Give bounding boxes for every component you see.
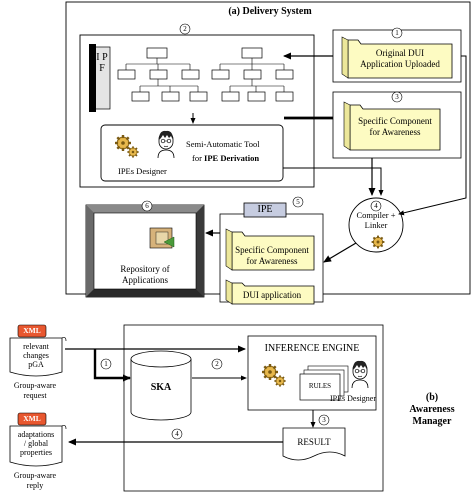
request-body-1: relevant [23,342,49,351]
ipe-label: IPE [257,204,273,215]
step-5-label: 5 [296,198,300,206]
am-step-4-label: 4 [175,430,179,438]
reply-body-1: adaptations [17,430,55,439]
specific-component-box [332,91,462,159]
am-step-2-label: 2 [215,360,219,368]
step-circles [100,23,403,440]
repository-line2: Applications [122,275,168,285]
reply-caption-1: Group-aware [13,471,57,480]
awareness-manager-title-2: Awareness [409,404,455,415]
ipf-derivation-box [79,34,315,188]
awareness-arrows [65,345,316,446]
rules-label: RULES [308,382,332,390]
request-caption-2: request [23,391,47,400]
step-3-label: 3 [395,93,399,101]
am-step-1-label: 1 [104,360,108,368]
result-label: RESULT [297,437,331,447]
tool-line2-prefix: for [192,153,205,163]
awareness-manager-panel [123,324,384,492]
am-step-3-label: 3 [322,416,326,424]
inference-engine-label: INFERENCE ENGINE [264,343,360,354]
original-dui-line2: Application Uploaded [360,59,440,69]
request-body-3: pGA [28,360,44,369]
ipf-label: I P F [96,52,108,74]
reply-caption-2: reply [26,481,44,490]
ipe-specific-component-line1: Specific Component [235,245,309,255]
step-2-label: 2 [183,25,187,33]
compiler-linker-node [348,197,404,253]
reply-body-2: / global [23,439,49,448]
reply-body-3: properties [20,448,52,457]
tool-line1: Semi-Automatic Tool [186,139,260,149]
ipes-designer-label: IPEs Designer [118,166,167,176]
specific-component-line1: Specific Component [358,116,432,126]
xml-tag-2: XML [23,414,41,423]
delivery-system-title: (a) Delivery System [228,6,312,17]
compiler-linker-line1: Compiler + [356,210,396,220]
tool-line2-bold: IPE Derivation [204,153,260,163]
ska-label: SKA [150,382,172,393]
compiler-linker-line2: Linker [364,220,388,230]
repository-box [85,204,205,298]
request-caption-1: Group-aware [13,381,57,390]
awareness-manager-title-1: (b) [425,392,439,403]
step-6-label: 6 [145,202,149,210]
dui-application-label: DUI application [242,290,302,300]
step-1-label: 1 [395,29,399,37]
group-aware-reply-doc [9,412,67,467]
tool-line2: for IPE Derivation [192,153,259,163]
group-aware-request-doc [9,324,67,377]
step-4-label: 4 [374,202,378,210]
delivery-arrows [190,52,467,263]
ipe-box [219,202,324,305]
awareness-manager-title-3: Manager [412,416,452,427]
original-dui-box [332,29,462,83]
xml-tag-1: XML [23,326,41,335]
repository-line1: Repository of [120,264,170,274]
ipe-specific-component-line2: for Awareness [246,256,298,266]
specific-component-line2: for Awareness [369,127,421,137]
am-ipes-designer-label: IPEs Designer [330,394,376,403]
request-body-2: changes [23,351,49,360]
original-dui-line1: Original DUI [375,48,425,58]
